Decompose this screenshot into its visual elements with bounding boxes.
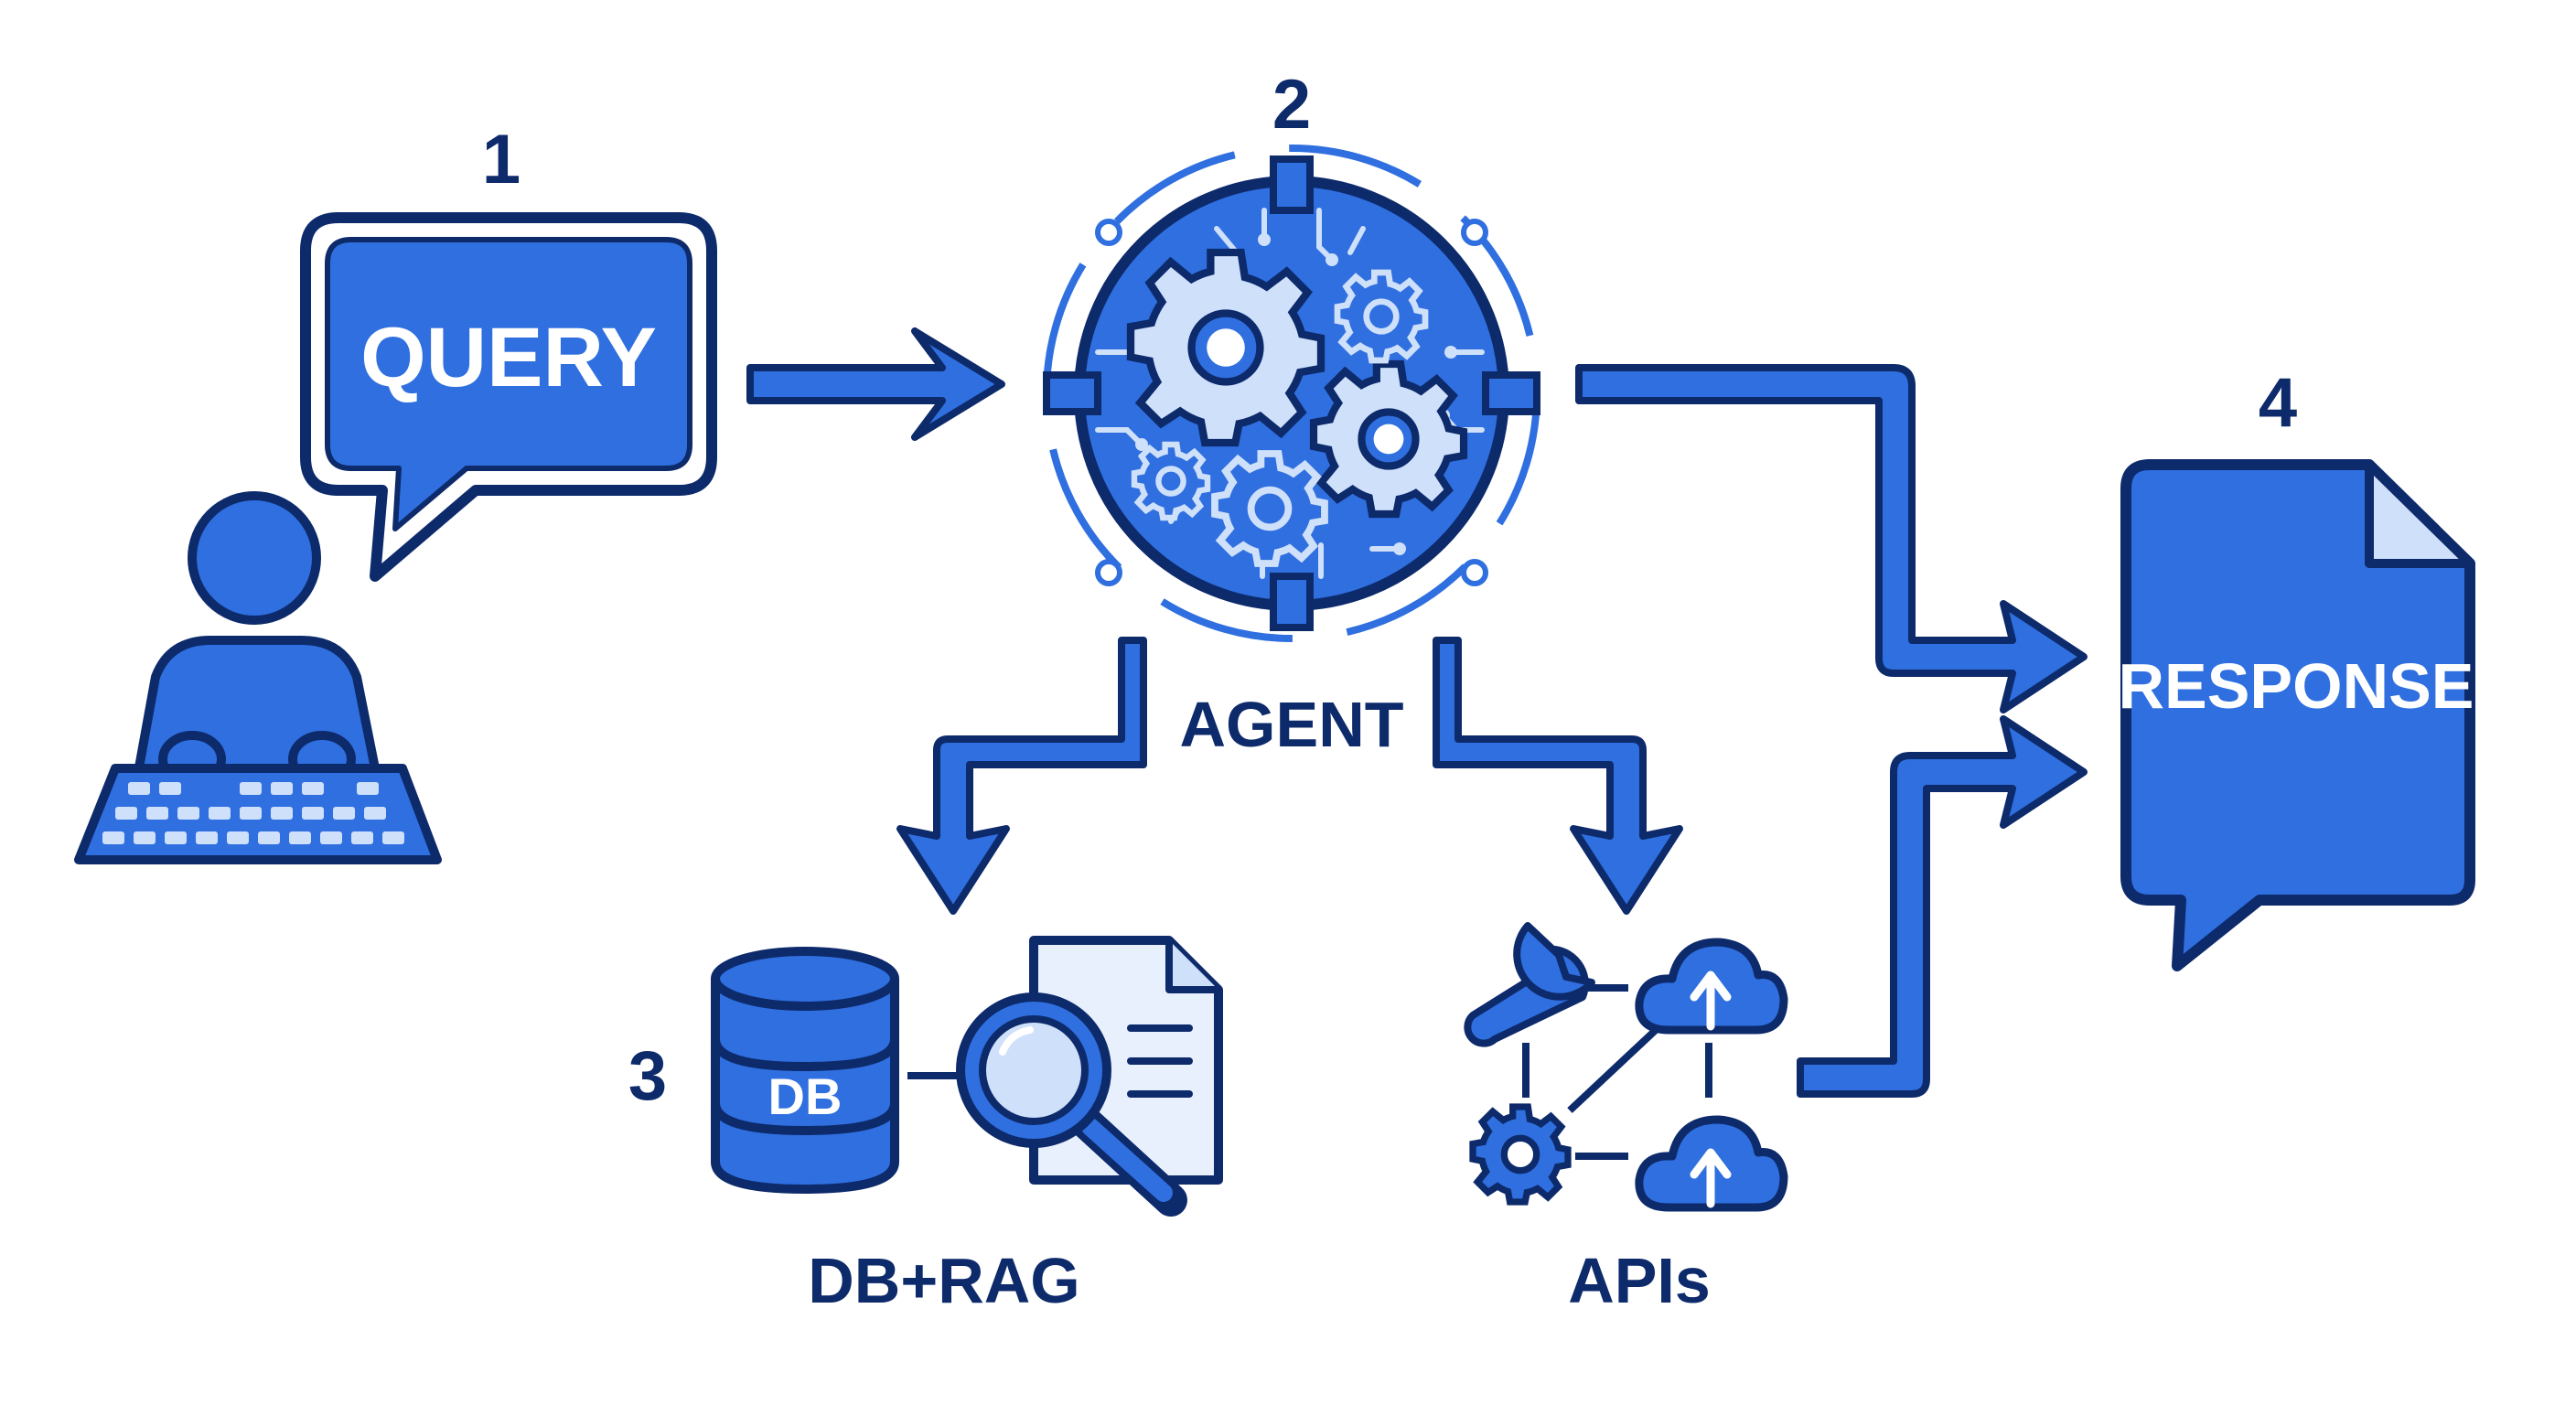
db-rag-label: DB+RAG [808, 1245, 1080, 1316]
ring-node-icon [1095, 219, 1122, 246]
agent-label: AGENT [1180, 689, 1404, 760]
gear-icon [1215, 454, 1325, 563]
keyboard-icon [74, 764, 442, 864]
ring-node-icon [1095, 559, 1122, 586]
ring-node-icon [1461, 559, 1488, 586]
gear-icon [1337, 273, 1425, 360]
query-label: QUERY [360, 311, 657, 404]
arrow-agent-to-db [896, 637, 1147, 915]
ring-node-icon [1461, 219, 1488, 246]
step-number-4: 4 [2259, 364, 2297, 442]
database-icon [711, 947, 899, 1195]
apis-label: APIs [1568, 1245, 1711, 1316]
user-icon [133, 491, 381, 788]
response-document-icon [2120, 459, 2475, 971]
arrow-query-to-agent [746, 327, 1005, 441]
gear-icon [1131, 252, 1321, 443]
step-number-2: 2 [1272, 66, 1311, 144]
response-label: RESPONSE [2119, 650, 2474, 722]
cloud-upload-icon [1635, 938, 1788, 1035]
arrow-agent-to-apis [1433, 637, 1683, 915]
chat-bubble-icon [300, 212, 717, 582]
wrench-icon [1464, 922, 1595, 1047]
arrow-agent-to-response [1575, 364, 2088, 713]
gear-icon [1473, 1107, 1568, 1202]
step-number-3: 3 [628, 1037, 667, 1115]
arrow-apis-to-response [1797, 715, 2088, 1098]
api-network-icon [1464, 922, 1788, 1212]
gear-icon [1314, 364, 1464, 514]
db-icon-label: DB [768, 1067, 843, 1125]
document-search-icon [956, 936, 1223, 1217]
step-number-1: 1 [482, 121, 521, 198]
cloud-upload-icon [1635, 1115, 1788, 1212]
gear-icon [1134, 445, 1208, 518]
agent-icon [1043, 145, 1540, 642]
